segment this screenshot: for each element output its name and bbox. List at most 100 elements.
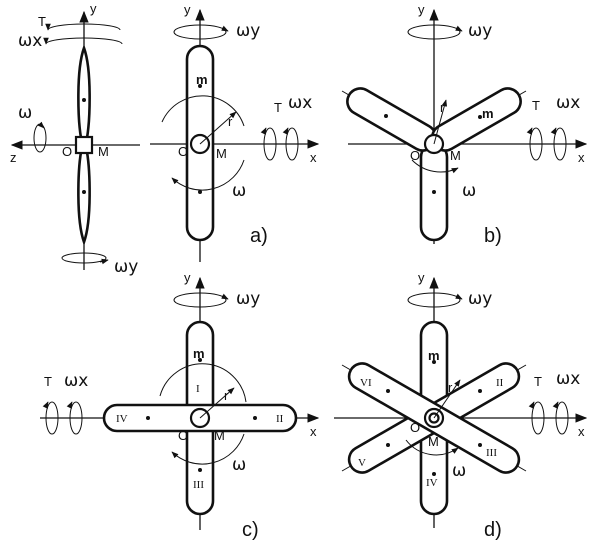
d-omega-x-loop <box>555 401 569 435</box>
side-blade-lower <box>77 150 91 246</box>
d-omega-x-loop-arrow <box>552 401 559 409</box>
d-r-vector <box>433 379 461 419</box>
c-y-label: y <box>184 270 191 285</box>
d-mass-dot-II <box>478 389 482 393</box>
side-M-label: M <box>98 144 109 159</box>
d-T-label: T <box>534 374 542 389</box>
a-T-loop <box>263 127 277 161</box>
d-blade-number-III: III <box>486 447 497 459</box>
b-r-vector <box>433 99 448 145</box>
d-M-label: M <box>428 434 439 449</box>
a-M-label: M <box>216 146 227 161</box>
c-omega-x-loop <box>69 401 83 435</box>
panel-c: y x ωy m I II III IV r O M ω T ωx c) <box>40 270 320 541</box>
c-r-label: r <box>224 388 229 403</box>
c-T-loop-arrow <box>42 401 49 409</box>
b-T-loop <box>529 127 543 161</box>
a-r-vector <box>199 111 237 145</box>
c-omega-arc-upper <box>159 363 247 403</box>
d-T-loop <box>531 401 545 435</box>
a-omega-arc-upper <box>161 95 245 127</box>
d-mass-dot-III <box>478 443 482 447</box>
b-mass-dot-left <box>384 114 388 118</box>
a-caption: a) <box>250 225 268 247</box>
c-omega-label: ω <box>232 455 246 475</box>
side-T-label: T <box>38 14 46 29</box>
b-caption: b) <box>484 225 502 247</box>
c-caption: c) <box>242 519 259 541</box>
b-omega-label: ω <box>462 181 476 201</box>
c-origin-label: O <box>178 428 188 443</box>
d-mass-dot-VI <box>386 389 390 393</box>
b-omega-x-label: ωx <box>556 93 580 113</box>
b-mass-dot-right <box>478 115 482 119</box>
a-omega-y-arrow <box>221 25 229 32</box>
d-origin-label: O <box>410 420 420 435</box>
c-blade-number-III: III <box>193 479 204 491</box>
side-omega-label: ω <box>18 103 32 123</box>
d-blade-number-V: V <box>358 457 366 469</box>
d-mass-dot-V <box>386 443 390 447</box>
side-omega-y-ellipse <box>61 252 107 264</box>
d-blade-number-VI: VI <box>360 377 372 389</box>
panel-d: y x ωy m II III IV V VI r O M ω T <box>334 270 588 541</box>
d-r-label: r <box>448 380 453 395</box>
a-omega-x-loop-arrow <box>282 127 289 135</box>
side-omega-loop-arrow <box>37 121 45 129</box>
a-T-loop-arrow <box>260 127 267 135</box>
b-M-label: M <box>450 148 461 163</box>
a-omega-arc-lower <box>171 159 245 191</box>
d-x-label: x <box>578 424 585 439</box>
d-omega-y-label: ωy <box>468 289 492 309</box>
c-r-vector <box>199 387 235 419</box>
side-z-label: z <box>10 150 17 165</box>
b-omega-y-ellipse <box>407 24 461 40</box>
side-T-rotation-arrow <box>45 23 121 31</box>
a-r-label: r <box>228 114 233 129</box>
a-omega-y-label: ωy <box>236 21 260 41</box>
b-omega-x-loop-arrow <box>550 127 557 135</box>
c-T-loop <box>45 401 59 435</box>
d-omega-x-label: ωx <box>556 369 580 389</box>
b-T-label: T <box>532 98 540 113</box>
c-omega-x-label: ωx <box>64 371 88 391</box>
panel-a: y x ωy m r O M ω T ωx a) <box>150 2 320 262</box>
c-T-label: T <box>44 374 52 389</box>
b-y-label: y <box>418 2 425 17</box>
side-view-panel: y z O M T ωx ω ωy <box>10 1 140 277</box>
a-y-label: y <box>184 2 191 17</box>
d-blade-number-IV: IV <box>426 477 438 489</box>
b-m-label: m <box>482 106 494 121</box>
side-omega-loop <box>33 123 47 153</box>
d-mass-dot-I <box>432 360 436 364</box>
side-mass-dot-lower <box>82 190 86 194</box>
c-mass-dot-III <box>198 468 202 472</box>
panel-b: y x ωy m r O M ω T ωx b) <box>341 2 588 247</box>
a-mass-dot-lower <box>198 190 202 194</box>
d-caption: d) <box>484 519 502 541</box>
b-mass-dot-down <box>432 190 436 194</box>
a-mass-dot-upper <box>198 84 202 88</box>
a-x-label: x <box>310 150 317 165</box>
c-x-label: x <box>310 424 317 439</box>
a-origin-label: O <box>178 144 188 159</box>
b-x-label: x <box>578 150 585 165</box>
a-omega-x-label: ωx <box>288 93 312 113</box>
c-blade-number-IV: IV <box>116 413 128 425</box>
c-M-label: M <box>214 428 225 443</box>
c-blade-number-I: I <box>196 383 200 395</box>
b-omega-arc <box>411 159 459 174</box>
a-omega-y-ellipse <box>173 24 227 40</box>
b-origin-label: O <box>410 148 420 163</box>
c-omega-y-label: ωy <box>236 289 260 309</box>
d-y-label: y <box>418 270 425 285</box>
c-mass-dot-IV <box>146 416 150 420</box>
b-T-loop-arrow <box>526 127 533 135</box>
d-omega-y-ellipse <box>407 292 461 308</box>
d-T-loop-arrow <box>528 401 535 409</box>
d-omega-label: ω <box>452 461 466 481</box>
side-omega-x-arrow <box>43 37 123 45</box>
c-omega-y-arrow <box>221 293 229 300</box>
